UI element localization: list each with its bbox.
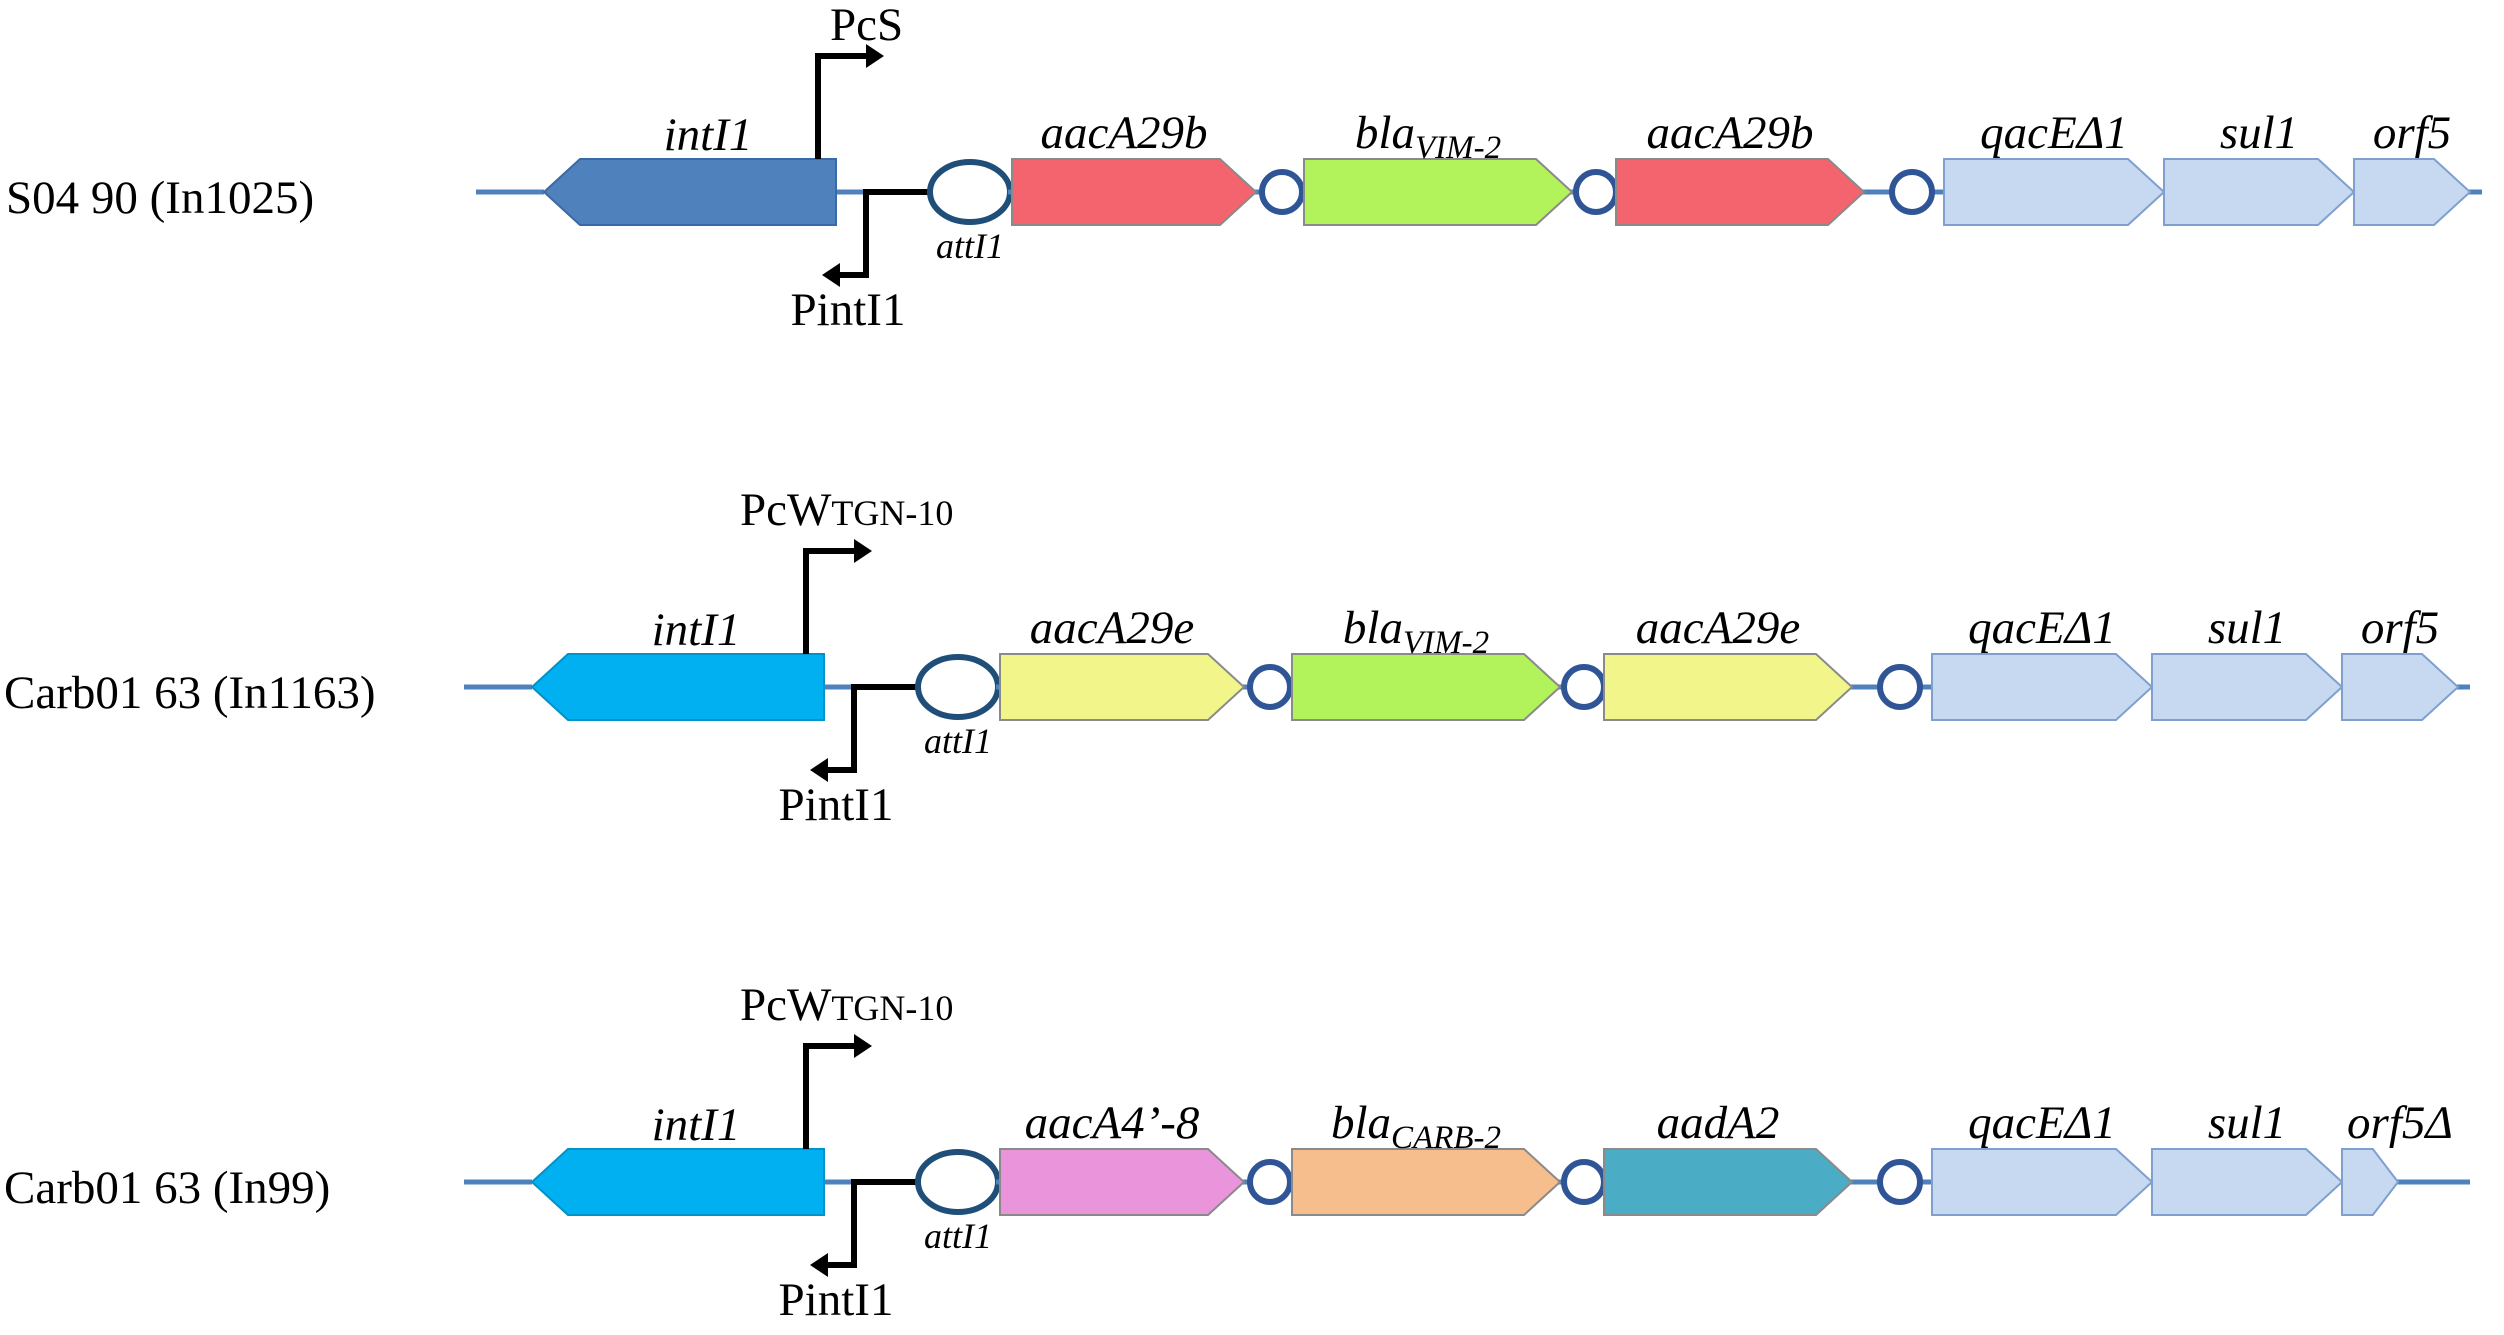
cs3-gene [2151,1148,2344,1216]
integron-label: Carb01 63 (In99) [4,1162,330,1214]
cs3-gene [1931,653,2154,721]
attC-site [1259,169,1305,215]
cassette-gene [1603,1148,1854,1216]
cs3-gene [1931,1148,2154,1216]
cs3-gene-label: qacEΔ1 [1968,1097,2116,1149]
integron-row: Carb01 63 (In1163) intI1 PcWTGN-10 PintI… [4,484,2470,831]
attC-site [1561,664,1607,710]
intI1-gene [530,653,825,721]
pint-promoter-arrow-icon [822,263,840,287]
integron-label: Carb01 63 (In1163) [4,667,376,719]
pc-promoter-line [803,548,858,654]
cassette-gene [1615,158,1866,226]
attC-site [1877,664,1923,710]
cassette-gene [1291,653,1562,721]
pint-promoter-line [836,189,930,278]
integron-row: Carb01 63 (In99) intI1 PcWTGN-10 PintI1 … [4,979,2470,1326]
cassette-gene-label: blaCARB-2 [1331,1097,1501,1156]
cassette-gene-label: aacA29b [1646,107,1813,159]
integron-label: S04 90 (In1025) [6,172,314,224]
cassette-gene-label: blaVIM-2 [1355,107,1501,166]
cs3-gene [2341,1148,2400,1216]
intI1-label: intI1 [664,109,753,161]
cs3-gene-label: orf5 [2361,602,2439,654]
attI1-site [915,654,1001,720]
attI1-site [915,1149,1001,1215]
attI1-label: attI1 [924,721,992,761]
gene-cassettes: aacA29b blaVIM-2 aacA29b qacEΔ1 sul1 orf5 [1008,107,2482,226]
intI1-gene [530,1148,825,1216]
cs3-gene-label: qacEΔ1 [1980,107,2128,159]
pc-promoter-label: PcS [830,0,903,51]
cs3-gene-label: qacEΔ1 [1968,602,2116,654]
attC-site [1247,1159,1293,1205]
cs3-gene-label: orf5 [2373,107,2451,159]
pint-promoter-arrow-icon [810,758,828,782]
pint-promoter-label: PintI1 [791,284,906,336]
cs3-gene [2151,653,2344,721]
pint-promoter-label: PintI1 [779,1274,894,1326]
cassette-gene [1303,158,1574,226]
pint-promoter-arrow-icon [810,1253,828,1277]
pc-promoter-label: PcWTGN-10 [740,979,953,1031]
pint-promoter-line [824,1179,918,1268]
intI1-gene [542,158,837,226]
cassette-gene [999,653,1246,721]
cs3-gene [1943,158,2166,226]
attC-site [1247,664,1293,710]
cassette-gene [1291,1148,1562,1216]
pc-promoter-line [815,53,870,159]
attC-site [1877,1159,1923,1205]
cs3-gene [2163,158,2356,226]
attC-site [1573,169,1619,215]
pint-promoter-line [824,684,918,773]
cs3-gene [2353,158,2472,226]
cassette-gene [1603,653,1854,721]
cs3-gene-label: sul1 [2208,1097,2286,1149]
cs3-gene [2341,653,2460,721]
cassette-gene [999,1148,1246,1216]
pc-promoter-arrow-icon [854,1034,872,1058]
intI1-label: intI1 [652,1099,741,1151]
cs3-gene-label: sul1 [2208,602,2286,654]
cassette-gene-label: blaVIM-2 [1343,602,1489,661]
pc-promoter-line [803,1043,858,1149]
cs3-gene-label: orf5Δ [2347,1097,2453,1149]
attC-site [1889,169,1935,215]
pc-promoter-label: PcWTGN-10 [740,484,953,536]
cassette-gene-label: aacA29e [1636,602,1800,654]
cassette-gene-label: aacA4’-8 [1025,1097,1200,1149]
cs3-gene-label: sul1 [2220,107,2298,159]
cassette-gene-label: aacA29e [1030,602,1194,654]
attI1-label: attI1 [936,226,1004,266]
pc-promoter-arrow-icon [866,44,884,68]
intI1-label: intI1 [652,604,741,656]
attC-site [1561,1159,1607,1205]
attI1-site [927,159,1013,225]
integron-row: S04 90 (In1025) intI1 PcS PintI1 attI1 a… [6,0,2482,336]
pc-promoter-arrow-icon [854,539,872,563]
attI1-label: attI1 [924,1216,992,1256]
cassette-gene [1011,158,1258,226]
cassette-gene-label: aadA2 [1657,1097,1780,1149]
gene-cassettes: aacA4’-8 blaCARB-2 aadA2 qacEΔ1 sul1 orf5Δ [996,1097,2470,1216]
cassette-gene-label: aacA29b [1040,107,1207,159]
pint-promoter-label: PintI1 [779,779,894,831]
gene-cassettes: aacA29e blaVIM-2 aacA29e qacEΔ1 sul1 orf5 [996,602,2470,721]
